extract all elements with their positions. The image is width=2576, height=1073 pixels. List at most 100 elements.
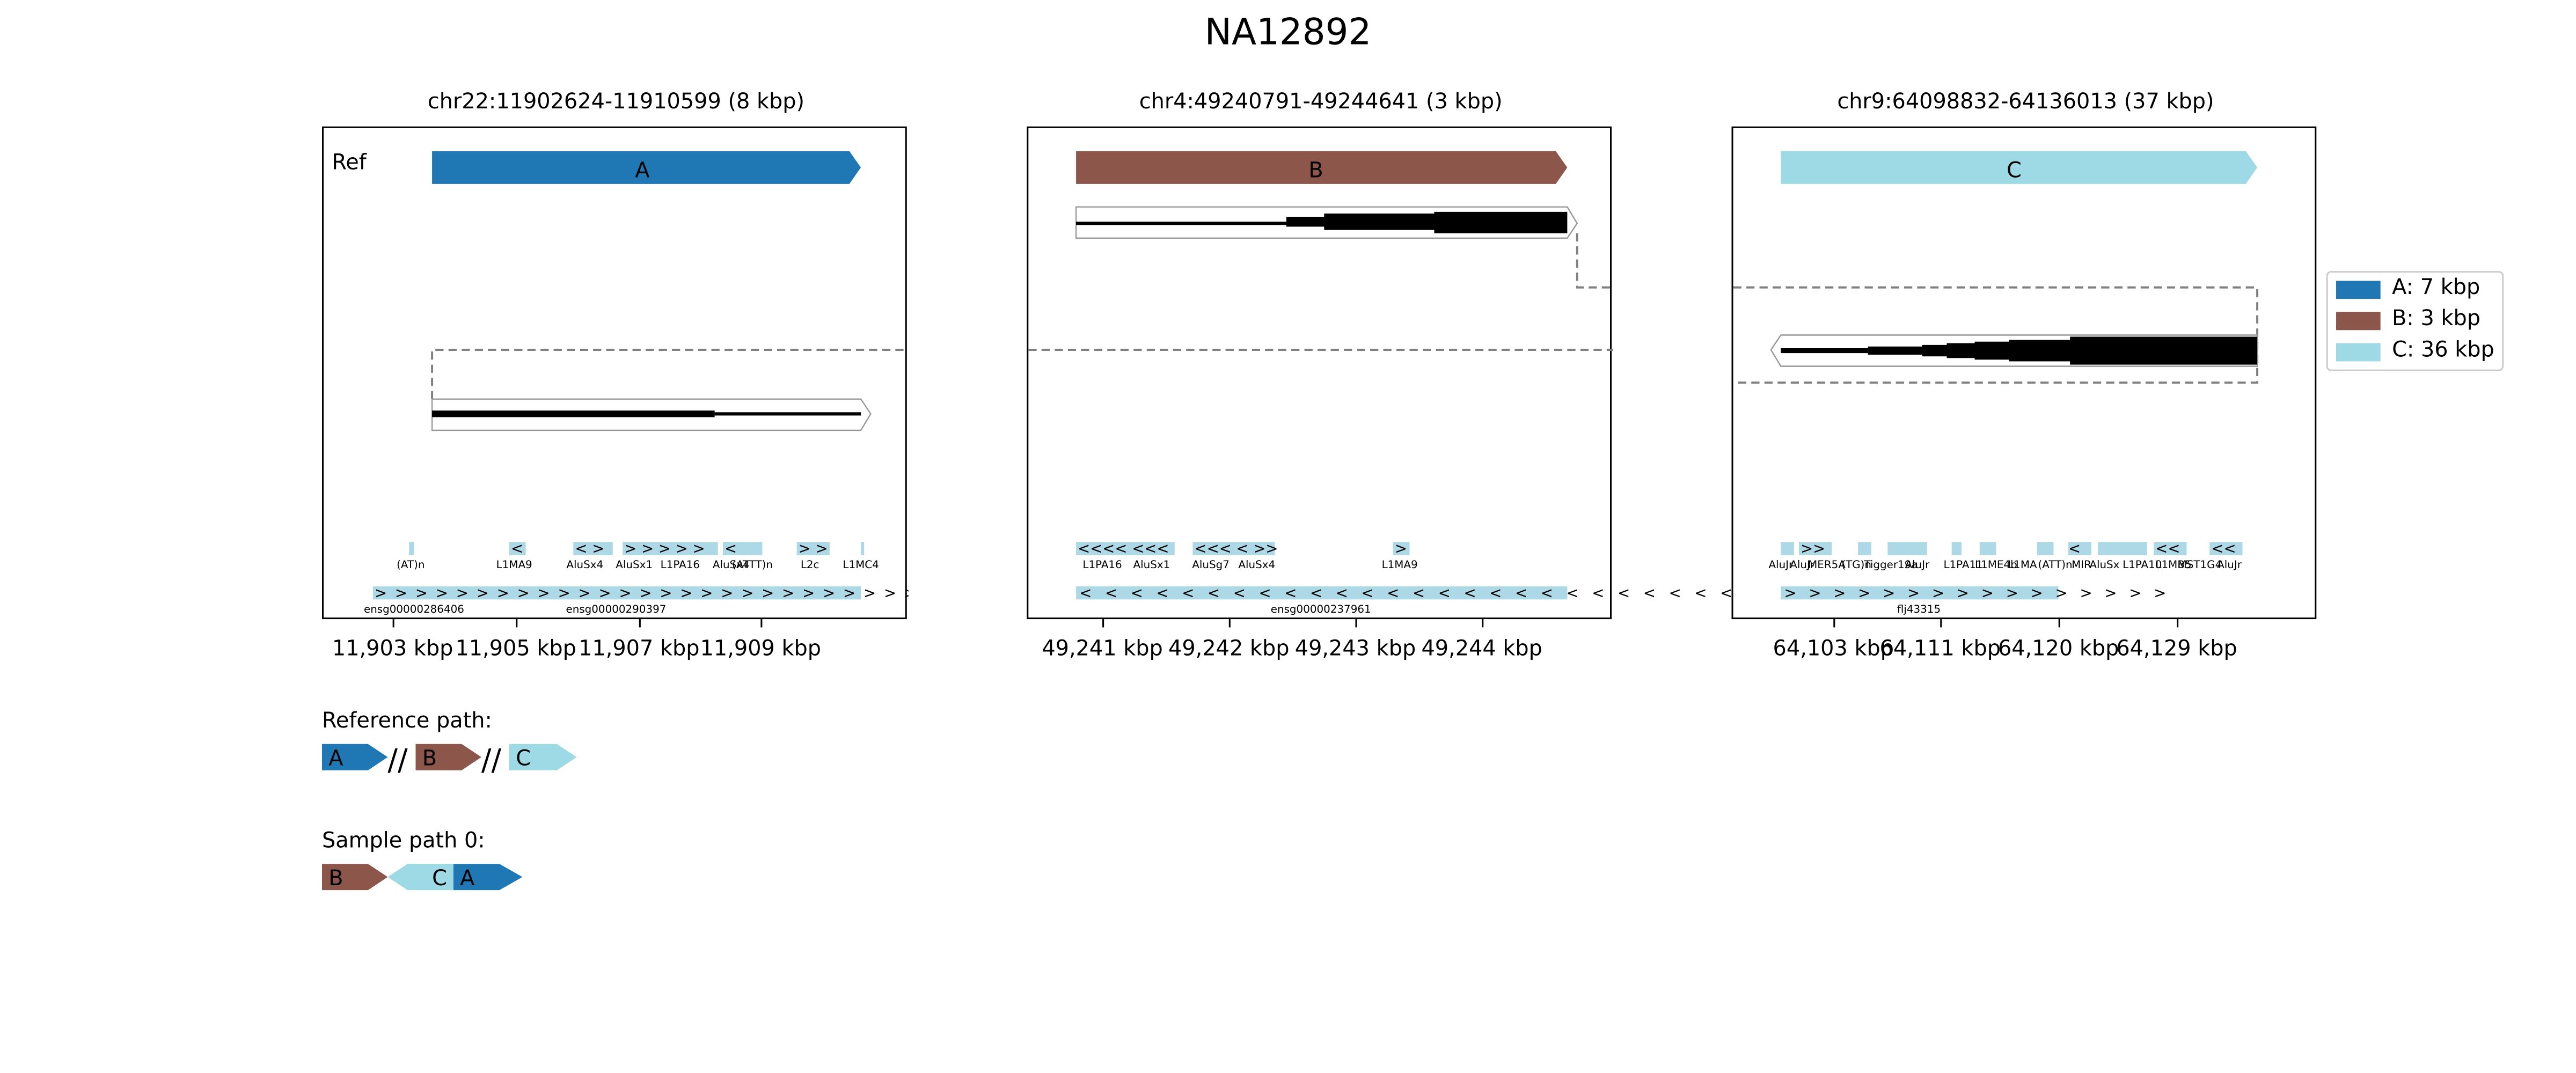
panel-1: Ref A < < > > > [321,126,909,620]
svg-text:> >: > > [799,540,828,557]
dashed-connector [431,349,909,399]
alignment-thin [714,412,861,416]
panel-1-plot: A < < > > > > > > < [364,151,909,615]
repeat-label: AluJr [2217,558,2242,571]
svg-text:<: < [2068,540,2081,557]
repeat-label: L2c [801,558,819,571]
svg-text:<<< < >>: <<< < >> [1194,540,1278,557]
sample-segment-a [453,864,523,891]
panel-2: B <<<< <<< <<< < >> > < < < < < < < < < … [1027,126,1758,620]
x-tick-label: 49,244 kbp [1421,637,1542,662]
repeat-labels: L1PA16 AluSx1 AluSg7 AluSx4 L1MA9 ensg00… [1082,558,1417,615]
segment-c-arrow [1781,151,2258,184]
repeat-arrows: >> < << << > > > > > > > > > > > > > > >… [1784,540,2236,602]
dashed-connector [1576,233,1614,289]
reference-path-diagram: A // B // C [321,743,577,777]
repeat-label: AluJr [1790,558,1815,571]
svg-text:< >: < > [575,540,604,557]
x-tick-label: 64,120 kbp [1997,637,2119,662]
repeat-label: AluJr [1768,558,1794,571]
svg-text:B: B [328,866,343,891]
repeat-label: AluSx1 [1133,558,1170,571]
repeat-label: L1MA9 [1382,558,1418,571]
repeat-label: MIR [2072,558,2091,571]
sample-segment-c [387,864,453,891]
alignment-fill [1076,211,1568,233]
panel-1-title: chr22:11902624-11910599 (8 kbp) [427,90,805,115]
segment-b-label: B [1308,158,1323,183]
legend-label-c: C: 36 kbp [2392,338,2494,363]
segment-a-arrow [432,151,861,184]
ref-segment-a [321,744,388,770]
svg-text:> > > > >: > > > > > [624,540,705,557]
repeat-label: (ATT)n [2038,558,2073,571]
svg-text:C: C [516,746,531,771]
svg-text:> > > > > > > > > > > > > > >: > > > > > > > > > > > > > > > > > > > > … [375,584,909,601]
x-tick-label: 11,907 kbp [579,637,700,662]
repeat-label: Tigger19a [1863,558,1918,571]
svg-text:<<<< <<<: <<<< <<< [1078,540,1169,557]
path-separator: // [387,743,408,777]
segment-b-arrow [1076,151,1568,184]
x-tick-label: 11,903 kbp [332,637,453,662]
alignment-thick [432,410,715,417]
svg-text:>>: >> [1801,540,1825,557]
ref-segment-b [415,744,481,770]
panel-3-plot: C >> < << [1733,151,2259,615]
gene-label: ensg00000290397 [566,603,666,615]
repeat-label: L1PA16 [1082,558,1122,571]
svg-text:< < < < < < < < < < < < < < <: < < < < < < < < < < < < < < < < < < < < … [1079,584,1762,601]
repeat-label: (ATTT)n [732,558,773,571]
panel-3: C >> < << [1731,126,2317,620]
legend: A: 7 kbp B: 3 kbp C: 36 kbp [2326,271,2504,371]
repeat-label: L1MA9 [496,558,532,571]
sample-segment-b [321,864,388,891]
x-tick-label: 49,242 kbp [1168,637,1290,662]
gene-label: ensg00000286406 [364,603,464,615]
svg-text:C: C [432,866,447,891]
figure-title: NA12892 [1204,13,1372,55]
legend-swatch-c [2336,343,2381,362]
repeat-label: L1MA [2008,558,2037,571]
legend-label-b: B: 3 kbp [2392,307,2481,332]
repeat-label: L1ME4b [1975,558,2017,571]
svg-text:<: < [724,540,737,557]
repeat-label: L1MC4 [843,558,879,571]
svg-text:<<: << [2155,540,2180,557]
repeat-label: AluSx4 [566,558,603,571]
path-separator: // [481,743,502,777]
segment-c-label: C [2007,158,2022,183]
legend-label-a: A: 7 kbp [2392,276,2480,301]
repeat-label: L1PA11 [1943,558,1982,571]
gene-label: ensg00000237961 [1271,603,1371,615]
repeat-arrows: <<<< <<< <<< < >> > < < < < < < < < < < … [1078,540,1762,602]
panel-2-title: chr4:49240791-49244641 (3 kbp) [1139,90,1503,115]
legend-swatch-a [2336,281,2381,299]
x-tick-label: 64,111 kbp [1879,637,2001,662]
x-tick-label: 64,103 kbp [1773,637,1894,662]
repeat-label: AluSg7 [1192,558,1230,571]
ref-segment-c [509,744,577,770]
x-tick-label: 64,129 kbp [2116,637,2237,662]
repeat-blocks [1781,542,2243,600]
sample-path-label: Sample path 0: [321,829,485,854]
svg-text:A: A [328,746,343,771]
alignment-fill [1781,336,2258,365]
repeat-label: AluJr [1905,558,1930,571]
repeat-labels: (AT)n L1MA9 AluSx4 AluSx1 L1PA16 AluSx4 … [364,558,879,615]
x-tick-label: 49,243 kbp [1294,637,1416,662]
repeat-labels: AluJr AluJr MER5A (TG)n Tigger19a AluJr … [1768,558,2242,615]
svg-text:>: > [1395,540,1407,557]
repeat-label: AluSx [2089,558,2119,571]
sample-path-diagram: B C A [321,864,523,891]
repeat-label: AluSx4 [1238,558,1275,571]
svg-text:> > > > > > > > > > > > > > >: > > > > > > > > > > > > > > > > [1784,584,2170,601]
svg-text:<<: << [2211,540,2236,557]
x-tick-label: 49,241 kbp [1042,637,1163,662]
legend-swatch-b [2336,312,2381,330]
x-tick-label: 11,909 kbp [700,637,822,662]
repeat-label: L1PA10 [2123,558,2162,571]
repeat-label: L1MB5 [2155,558,2191,571]
repeat-blocks [372,542,865,600]
